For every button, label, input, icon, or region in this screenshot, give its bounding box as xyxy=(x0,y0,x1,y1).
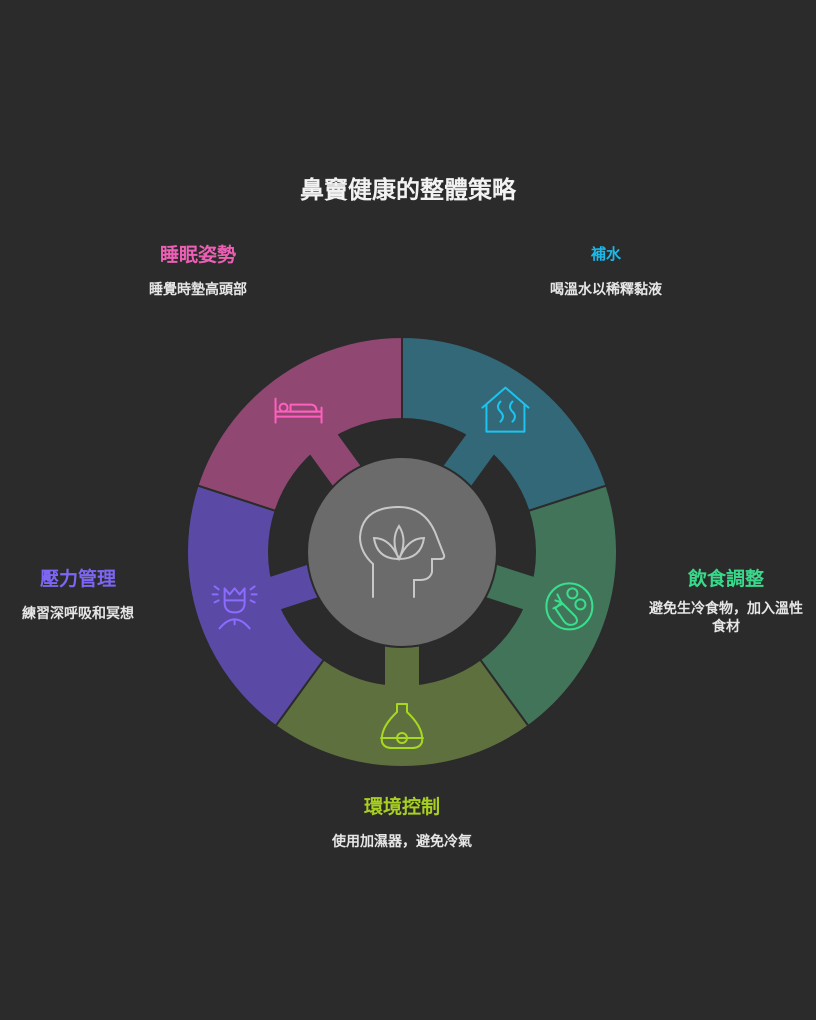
segment-environment[interactable] xyxy=(274,645,530,768)
segment-arc-sleep xyxy=(196,335,403,513)
segment-arc-diet xyxy=(478,484,618,728)
label-hydration-desc: 喝溫水以稀釋黏液 xyxy=(550,282,662,298)
page-title: 鼻竇健康的整體策略 xyxy=(300,175,516,204)
vegetables-icon xyxy=(545,582,594,631)
segment-arc-stress xyxy=(186,484,326,728)
humidifier-icon xyxy=(380,703,424,749)
label-sleep-desc: 睡覺時墊高頭部 xyxy=(149,282,247,298)
label-sleep-title: 睡眠姿勢 xyxy=(159,244,236,266)
head-lotus-icon xyxy=(358,505,446,598)
label-stress-title: 壓力管理 xyxy=(39,568,116,590)
segment-arc-hydration xyxy=(401,335,608,513)
warm-house-icon xyxy=(481,386,530,433)
label-environment-title: 環境控制 xyxy=(363,796,440,818)
label-hydration-title: 補水 xyxy=(590,245,621,263)
label-diet-title: 飲食調整 xyxy=(687,568,764,590)
label-diet-desc: 避免生冷食物，加入溫性食材 xyxy=(649,601,803,635)
bed-icon xyxy=(274,397,323,424)
segment-diet[interactable] xyxy=(478,484,618,728)
segment-connector-environment xyxy=(385,645,419,687)
label-environment-desc: 使用加濕器，避免冷氣 xyxy=(332,834,472,850)
segment-connector-stress xyxy=(268,564,319,610)
label-stress-desc: 練習深呼吸和冥想 xyxy=(22,606,134,622)
segment-connector-diet xyxy=(485,564,536,610)
segment-stress[interactable] xyxy=(186,484,326,728)
segment-arc-environment xyxy=(274,658,530,768)
meditation-icon xyxy=(211,585,258,630)
